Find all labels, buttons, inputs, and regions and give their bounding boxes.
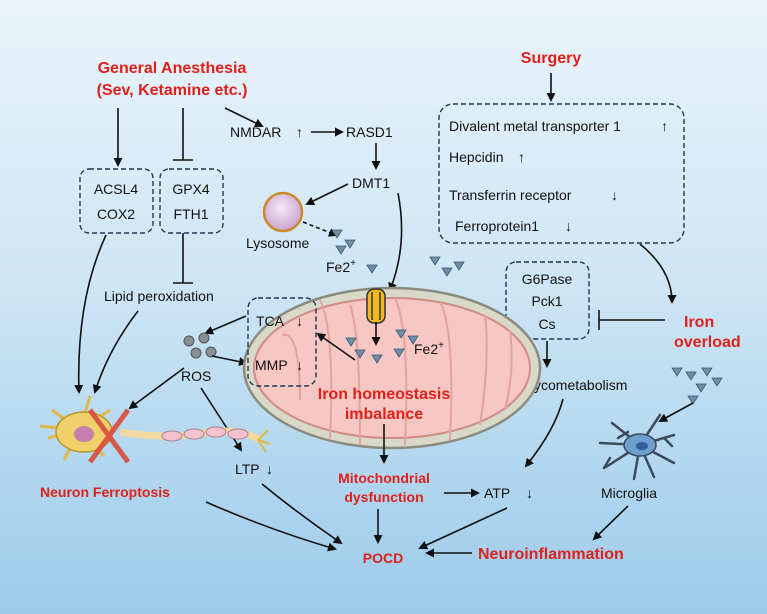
lysosome-label: Lysosome [246, 235, 310, 251]
gpx4-label: GPX4 [172, 181, 210, 197]
mmp-label: MMP [255, 357, 288, 373]
neuron-ferroptosis-label: Neuron Ferroptosis [40, 484, 170, 500]
hepcidin-up: ↑ [518, 149, 525, 165]
arrow-iron-microglia [658, 402, 694, 422]
lysosome-icon [262, 191, 304, 233]
arrow-atp-pocd [418, 507, 508, 550]
fe2-label-outer: Fe2+ [326, 258, 356, 275]
iron-homeostasis-label-1: Iron homeostasis [318, 386, 451, 403]
acsl4-cox2-box [79, 168, 154, 234]
cs-label: Cs [538, 316, 555, 332]
anesthesia-subtitle: (Sev, Ketamine etc.) [97, 82, 248, 99]
microglia-icon [598, 413, 676, 481]
arrow-ros-mmp [211, 355, 248, 366]
ltp-label: LTP [235, 461, 260, 477]
pck1-label: Pck1 [531, 293, 562, 309]
ltp-down: ↓ [266, 461, 273, 477]
arrow-microglia-neuroinflammation [592, 505, 629, 541]
mito-dysfunction-label-2: dysfunction [344, 489, 423, 505]
gpx4-fth1-box [159, 168, 224, 234]
arrow-acsl4-neuron [74, 234, 107, 394]
cox2-label: COX2 [97, 206, 135, 222]
inhibit-iron-overload-box [598, 310, 665, 330]
tca-down: ↓ [296, 313, 303, 329]
atp-label: ATP [484, 485, 510, 501]
gluconeogenesis-box [505, 261, 590, 340]
arrow-tca-ros [204, 315, 247, 335]
arrow-dmt1-channel [388, 192, 403, 292]
arrow-glyco-atp [524, 398, 564, 468]
inhibit-anesthesia-gpx4 [173, 108, 193, 161]
dmt-transporter-up: ↑ [661, 118, 668, 134]
g6pase-label: G6Pase [522, 271, 573, 287]
dmt-transporter-label: Divalent metal transporter 1 [449, 118, 621, 134]
microglia-label: Microglia [601, 485, 657, 501]
iron-channel-lines [371, 292, 381, 320]
arrow-anesthesia-nmdar [224, 107, 264, 127]
hepcidin-label: Hepcidin [449, 149, 503, 165]
arrow-neuron-pocd [205, 501, 337, 552]
dmt1-label: DMT1 [352, 175, 390, 191]
arrow-lipid-neuron [92, 310, 139, 394]
fe2-label-inner: Fe2+ [414, 340, 444, 357]
surgery-title: Surgery [521, 50, 582, 67]
anesthesia-title: General Anesthesia [98, 60, 247, 77]
ros-particles-icon [183, 332, 217, 359]
rasd1-label: RASD1 [346, 124, 393, 140]
neuron-icon [39, 395, 271, 464]
glycometabolism-label: Glycometabolism [520, 377, 627, 393]
lipid-peroxidation-label: Lipid peroxidation [104, 288, 214, 304]
inhibit-fth1-lipid [173, 233, 193, 284]
transferrin-down: ↓ [611, 187, 618, 203]
mitochondrion-icon [242, 286, 542, 450]
mmp-down: ↓ [296, 357, 303, 373]
arrow-lysosome-fe [302, 221, 338, 237]
iron-homeostasis-label-2: imbalance [345, 406, 423, 423]
fth1-label: FTH1 [174, 206, 209, 222]
fe-ions-cluster-2 [671, 367, 723, 405]
ferroprotein-label: Ferroprotein1 [455, 218, 539, 234]
nmdar-up-arrow: ↑ [296, 124, 303, 140]
fe-ions-cluster-1 [331, 229, 465, 277]
arrow-ltp-pocd [261, 483, 343, 545]
pocd-label: POCD [363, 550, 403, 566]
tca-label: TCA [256, 313, 285, 329]
iron-channel-icon [366, 288, 386, 324]
mito-dysfunction-label-1: Mitochondrial [338, 470, 430, 486]
ros-label: ROS [181, 368, 211, 384]
arrow-fe-tca [316, 332, 356, 361]
arrow-surgery-iron-overload [639, 243, 677, 304]
neuroinflammation-label: Neuroinflammation [478, 546, 624, 563]
transferrin-label: Transferrin receptor [449, 187, 572, 203]
tca-mmp-box [247, 297, 317, 387]
nmdar-label: NMDAR [230, 124, 281, 140]
iron-overload-label-1: Iron [684, 314, 714, 331]
surgery-box [438, 103, 685, 244]
fe-ions-cluster-3 [345, 329, 419, 364]
arrow-dmt1-lysosome [305, 183, 349, 205]
ferroprotein-down: ↓ [565, 218, 572, 234]
iron-overload-label-2: overload [674, 334, 741, 351]
arrow-ros-neuron [128, 367, 185, 410]
arrow-ros-ltp [200, 387, 243, 452]
acsl4-label: ACSL4 [94, 181, 139, 197]
atp-down: ↓ [526, 485, 533, 501]
